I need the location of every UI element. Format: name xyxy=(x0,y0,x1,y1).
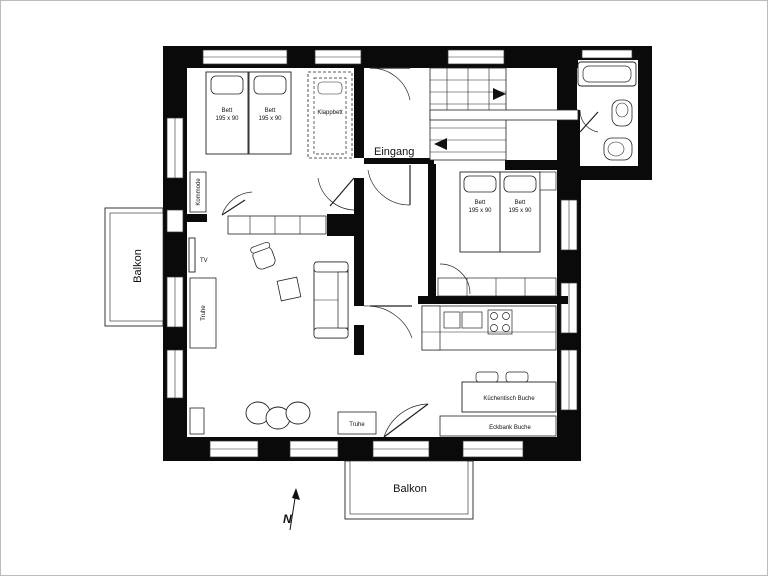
tv-label: TV xyxy=(200,258,208,264)
bed-3-size: 195 x 90 xyxy=(468,208,492,214)
bed-2-label: Bett xyxy=(265,108,276,114)
chest-bottom xyxy=(337,411,377,435)
cabinet xyxy=(189,407,205,435)
chest-left xyxy=(189,277,217,349)
balcony-left-label: Balkon xyxy=(132,249,144,283)
corner-bench: Eckbank Buche xyxy=(439,415,557,437)
side-table xyxy=(276,276,302,302)
bed-4-size: 195 x 90 xyxy=(508,208,532,214)
balcony-bottom: Balkon xyxy=(344,460,474,520)
folding-bed: Klappbett xyxy=(307,71,353,159)
bed-1: Bett 195 x 90 xyxy=(205,71,249,155)
chest-left-label: Truhe xyxy=(201,305,207,321)
north-arrow-icon: N xyxy=(283,488,300,531)
bed-1-size: 195 x 90 xyxy=(215,116,239,122)
stove xyxy=(487,309,513,335)
bed-2: Bett 195 x 90 xyxy=(248,71,292,155)
stairwell xyxy=(429,67,579,161)
kitchen: Küchentisch Buche Eckbank Buche xyxy=(421,305,557,437)
balcony-left: Balkon xyxy=(104,207,164,327)
round-table xyxy=(245,401,311,430)
bed-1-label: Bett xyxy=(222,108,233,114)
sofa xyxy=(313,261,349,339)
north-arrow-letter: N xyxy=(283,512,292,526)
interior-walls xyxy=(187,68,580,355)
kitchen-table-label: Küchentisch Buche xyxy=(483,396,535,402)
bathroom xyxy=(577,61,637,161)
bed-2-size: 195 x 90 xyxy=(258,116,282,122)
bedroom-1: Bett 195 x 90 Bett 195 x 90 Klappbett Ko… xyxy=(189,71,355,235)
tv xyxy=(188,237,196,273)
entrance-label: Eingang xyxy=(374,146,414,158)
bed-3-label: Bett xyxy=(475,200,486,206)
wardrobe xyxy=(227,215,327,235)
kitchen-table: Küchentisch Buche xyxy=(461,371,557,413)
stair-arrow-down-icon xyxy=(434,138,447,150)
kitchen-sink xyxy=(443,311,461,329)
balcony-bottom-label: Balkon xyxy=(393,483,427,495)
nightstand xyxy=(539,171,557,191)
bed-4-label: Bett xyxy=(515,200,526,206)
dresser: Kommode xyxy=(189,171,207,213)
corner-bench-label: Eckbank Buche xyxy=(489,425,531,431)
bed-4: Bett 195 x 90 xyxy=(499,171,541,253)
door-swing-bedroom xyxy=(221,191,253,216)
dresser-label: Kommode xyxy=(196,178,202,206)
chest-bottom-label: Truhe xyxy=(349,422,365,428)
living-room: TV Truhe Truhe xyxy=(188,237,429,438)
bed-3: Bett 195 x 90 xyxy=(459,171,501,253)
armchair xyxy=(250,241,276,270)
folding-bed-label: Klappbett xyxy=(317,110,343,116)
wardrobe-2 xyxy=(437,277,557,297)
bedroom-2: Bett 195 x 90 Bett 195 x 90 xyxy=(437,171,557,297)
window-glass-lines xyxy=(174,56,570,450)
